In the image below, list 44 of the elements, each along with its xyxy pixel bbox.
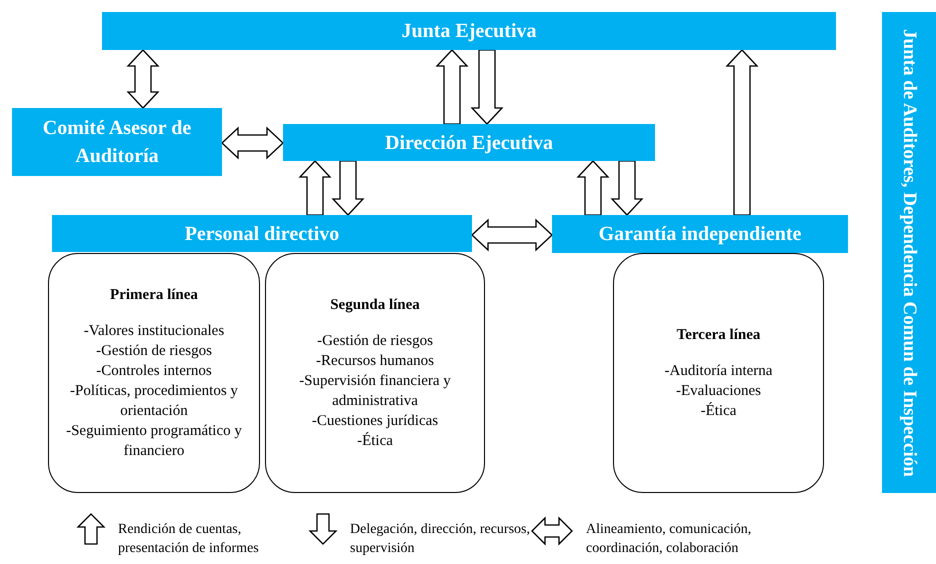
title-bar — [12, 108, 222, 176]
list-item: -Auditoría interna — [664, 362, 772, 381]
rounded-box — [265, 253, 485, 493]
list-item: -Gestión de riesgos — [317, 332, 433, 351]
node-title: Personal directivo — [184, 222, 340, 246]
block-arrow — [332, 160, 364, 216]
legend-text: Rendición de cuentas, presentación de informes — [118, 521, 260, 558]
block-arrow — [126, 49, 160, 109]
block-arrow — [726, 49, 758, 216]
block-arrow — [610, 160, 644, 216]
list-item: -Ética — [357, 431, 393, 451]
list-item: -Supervisión financiera y administrativa — [298, 372, 452, 411]
title-bar — [552, 215, 848, 253]
list-item: -Seguimiento programático y financiero — [65, 422, 243, 461]
box-heading: Tercera línea — [676, 326, 760, 345]
list-item: -Ética — [700, 401, 736, 421]
list-item: -Gestión de riesgos — [96, 342, 212, 361]
title-bar — [102, 12, 836, 50]
block-arrow — [576, 160, 610, 216]
list-item: -Recursos humanos — [316, 352, 434, 371]
list-item: -Cuestiones jurídicas — [312, 412, 438, 431]
block-arrow — [436, 49, 468, 125]
node-title: Dirección Ejecutiva — [385, 130, 553, 156]
block-arrow — [471, 218, 553, 252]
rounded-box — [613, 253, 824, 493]
block-arrow — [298, 160, 332, 216]
title-bar — [283, 124, 655, 161]
title-bar — [52, 215, 472, 252]
list-item: -Políticas, procedimientos y orientación — [69, 382, 239, 421]
node-title: Comité Asesor de Auditoría — [42, 116, 192, 169]
node-title: Junta Ejecutiva — [402, 19, 536, 44]
rounded-box — [48, 253, 260, 493]
list-item: -Valores institucionales — [84, 322, 224, 341]
list-item: -Controles internos — [96, 362, 212, 381]
side-bar — [882, 12, 936, 493]
block-arrow — [470, 49, 504, 125]
list-item: -Evaluaciones — [676, 382, 761, 401]
node-title: Garantía independiente — [598, 222, 802, 247]
legend-text: Delegación, dirección, recursos, supervisión — [350, 521, 531, 558]
legend-text: Alineamiento, comunicación, coordinación, colaboración — [586, 521, 752, 558]
node-title: Junta de Auditores, Dependencia Comun de Inspección — [898, 28, 920, 476]
box-heading: Segunda línea — [330, 296, 420, 315]
block-arrow — [221, 126, 284, 160]
box-heading: Primera línea — [110, 286, 198, 305]
